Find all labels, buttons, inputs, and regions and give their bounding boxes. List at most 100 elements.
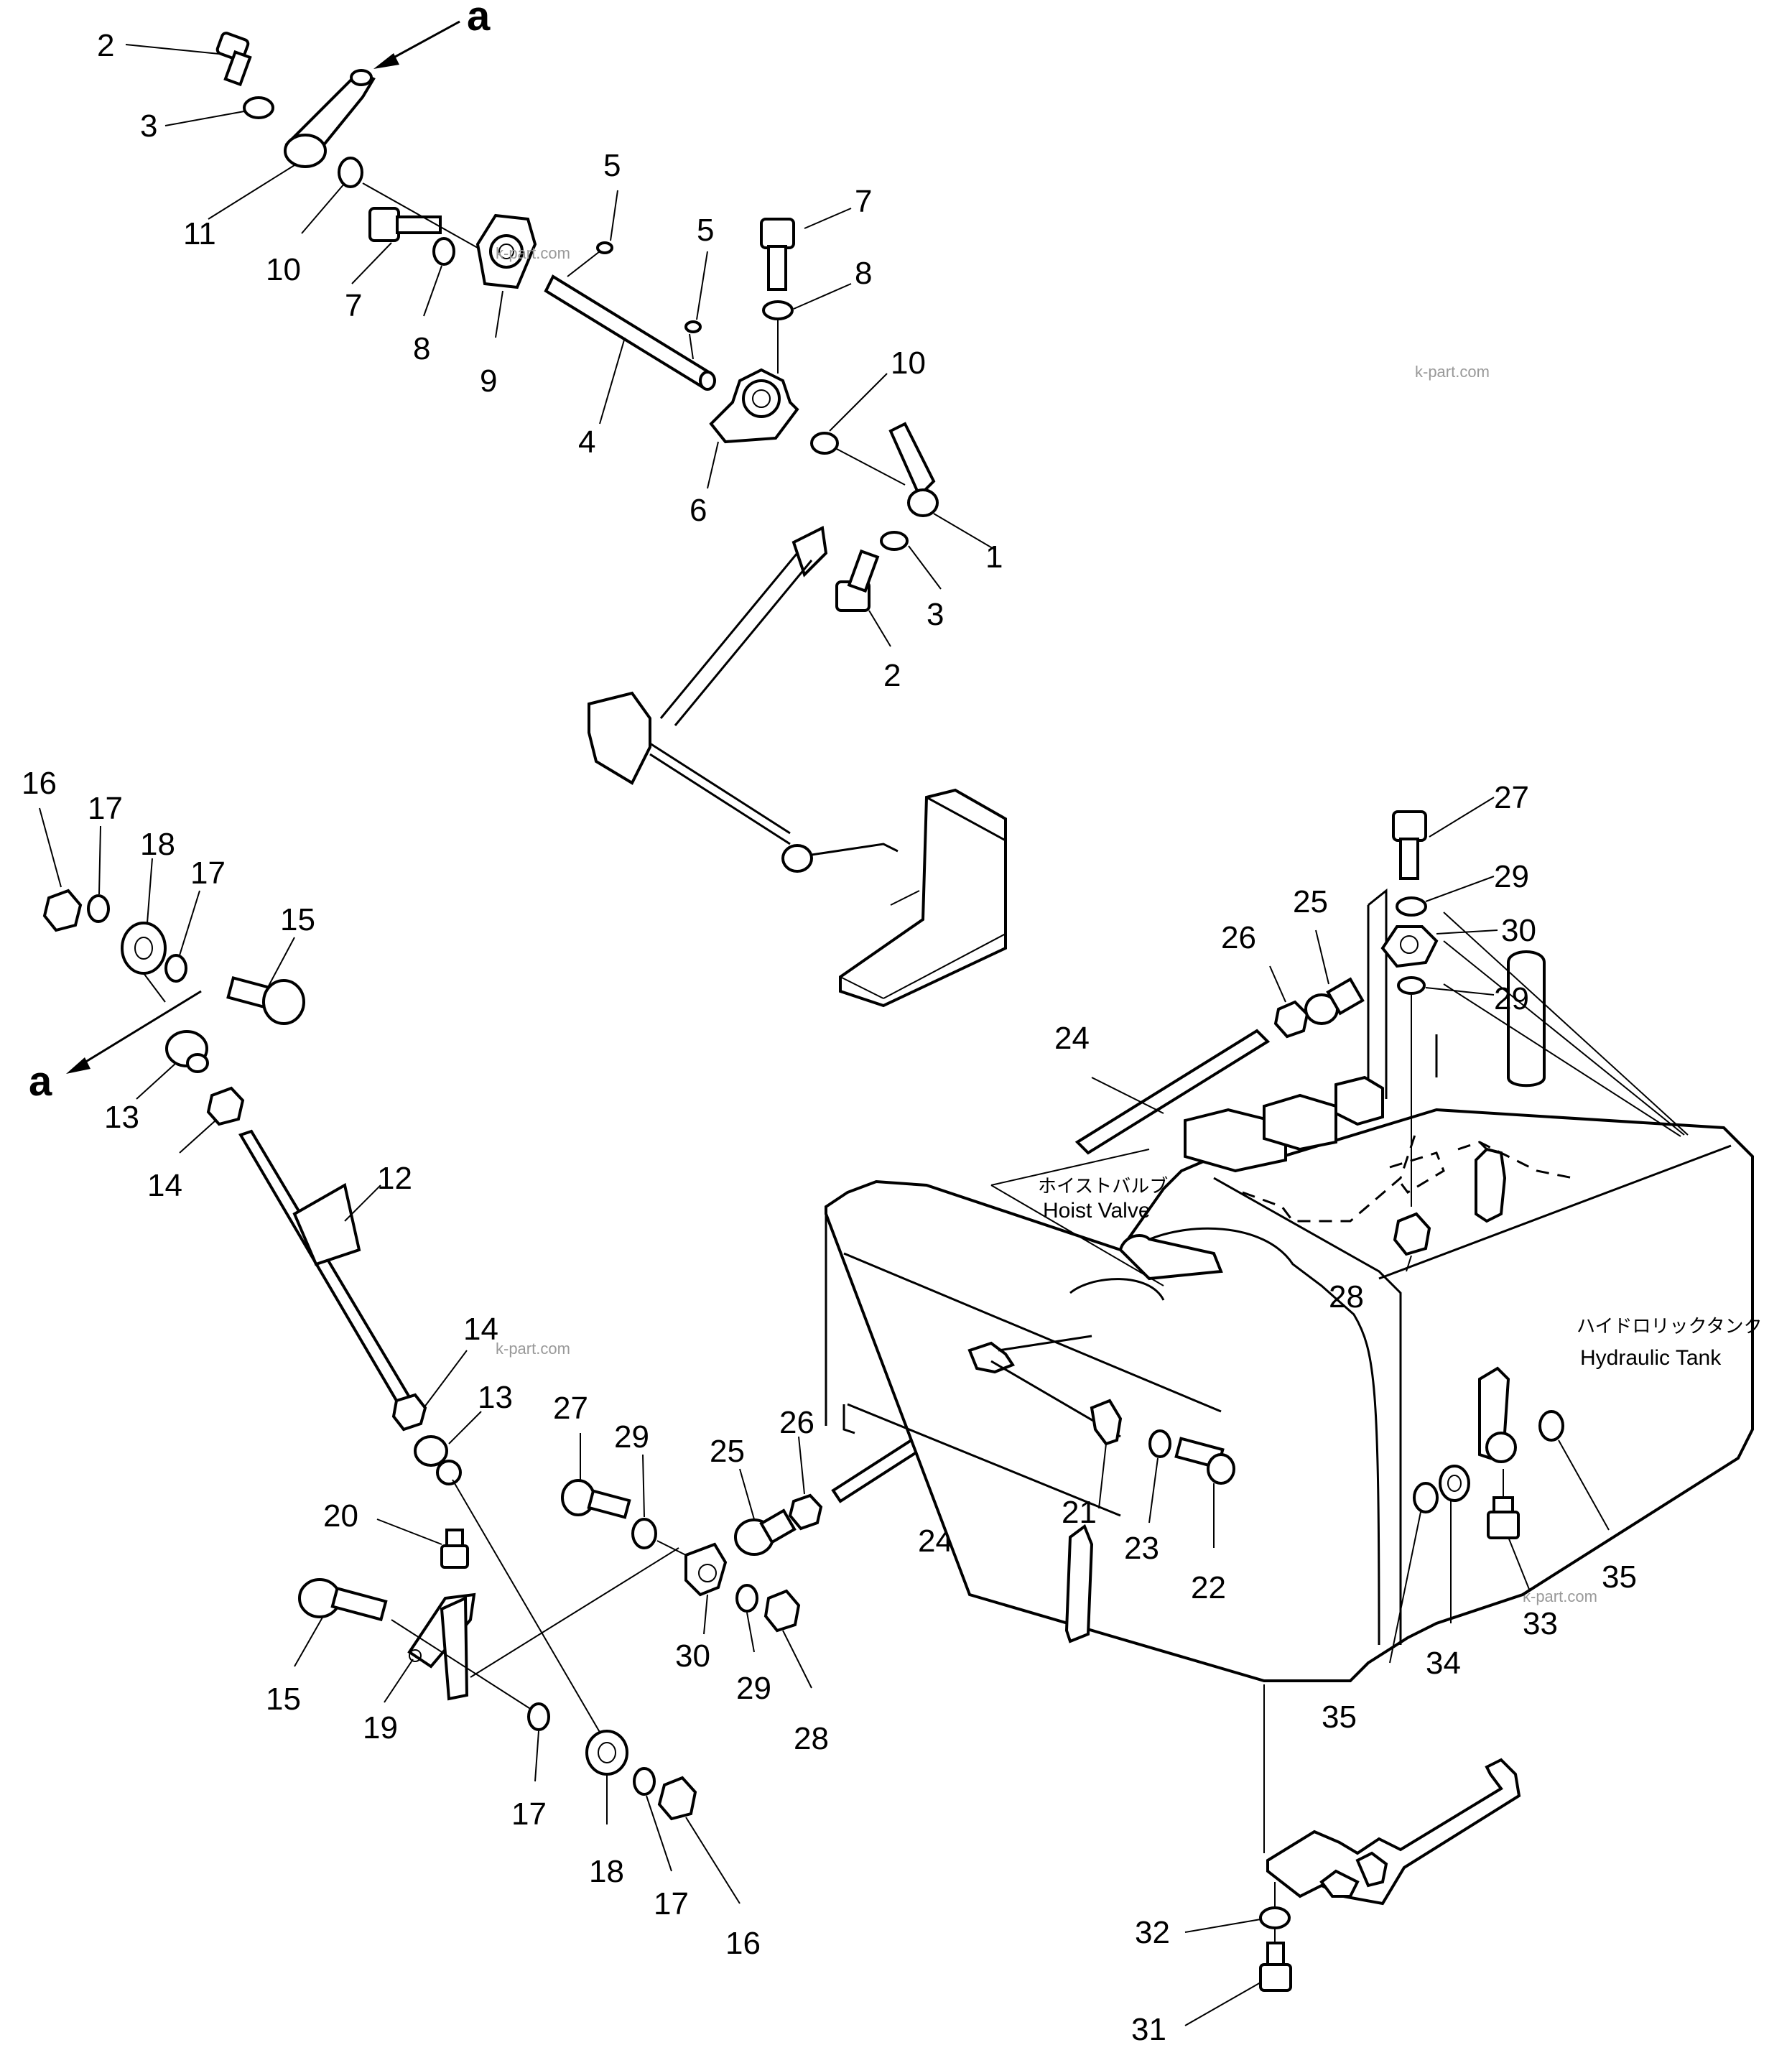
grease-fitting-20: [440, 1529, 469, 1569]
leader-17-bottom-b: [646, 1795, 672, 1872]
lever-11: [284, 69, 376, 168]
bolt-22: [1174, 1437, 1235, 1485]
leader-fan-2: [1443, 940, 1685, 1136]
watermark-1: k-part.com: [496, 244, 570, 262]
washer-29-right-a: [1396, 896, 1427, 917]
callout-17-top-b: 17: [190, 855, 226, 891]
leader-3-right: [908, 545, 942, 590]
leader-2-top: [125, 44, 220, 55]
leader-14-bottom: [423, 1350, 468, 1409]
bolt-15-bottom: [298, 1578, 388, 1622]
bolt-7-right: [760, 218, 795, 291]
leader-13-bottom: [448, 1411, 482, 1445]
washer-3-right: [880, 531, 909, 551]
bushing-34: [1439, 1465, 1470, 1502]
washer-17-bottom-a: [527, 1702, 550, 1731]
leader-5a: [610, 190, 618, 241]
flange-bearing-9: [475, 213, 537, 289]
bolt-31: [1259, 1942, 1292, 1992]
callout-35-right: 35: [1602, 1559, 1637, 1595]
leader-5b: [696, 251, 708, 320]
callout-17-bottom-a: 17: [511, 1796, 547, 1832]
nut-26-left: [788, 1493, 823, 1531]
nut-14-top: [206, 1086, 245, 1126]
watermark-4: k-part.com: [1523, 1587, 1597, 1605]
callout-28-right: 28: [1329, 1279, 1364, 1314]
callout-24-upper: 24: [1054, 1021, 1090, 1056]
clevis-30-left: [684, 1542, 728, 1597]
ref-a-top: a: [467, 0, 491, 40]
leader-18-top: [147, 858, 153, 924]
leader-15-top: [265, 937, 295, 992]
callout-19: 19: [363, 1710, 398, 1745]
callout-32: 32: [1135, 1915, 1170, 1950]
callout-2-top: 2: [97, 28, 114, 63]
leader-13-long: [452, 1479, 604, 1739]
washer-17-bottom-b: [633, 1767, 656, 1796]
leader-21: [1098, 1443, 1107, 1509]
washer-8-right: [762, 300, 794, 320]
callout-15-top: 15: [280, 902, 315, 937]
washer-8-left: [432, 237, 455, 266]
nut-28-right: [1393, 1212, 1431, 1256]
bolt-2-right: [835, 549, 880, 612]
leader-29-right-b: [1425, 987, 1495, 996]
leader-17-bottom-a: [534, 1730, 539, 1782]
callout-13-top: 13: [104, 1100, 139, 1135]
callout-27-right: 27: [1494, 780, 1529, 815]
leader-16-top: [39, 807, 62, 888]
callout-22: 22: [1191, 1570, 1226, 1605]
callout-9: 9: [480, 363, 497, 399]
leader-29-right-a: [1425, 876, 1495, 902]
mount-bracket: [1266, 1758, 1521, 1906]
bolt-7-left: [368, 207, 442, 242]
leader-10-lever: [836, 448, 906, 486]
leader-10-right: [829, 373, 888, 432]
leader-12: [344, 1184, 381, 1222]
leader-33: [1508, 1536, 1531, 1592]
leader-26-left: [798, 1436, 805, 1495]
bellcrank-19: [407, 1592, 476, 1701]
hydraulic-tank-label-jp: ハイドロリックタンク: [1577, 1316, 1762, 1337]
callout-5a: 5: [603, 148, 621, 183]
callout-3-right: 3: [927, 597, 944, 632]
leader-19-link: [470, 1547, 679, 1678]
leader-7-right: [804, 208, 852, 229]
callout-33: 33: [1523, 1606, 1558, 1641]
callout-12: 12: [377, 1161, 412, 1196]
spacer-18-bottom: [585, 1730, 628, 1776]
washer-17-top-a: [87, 894, 110, 923]
rod-24-upper: [1074, 1029, 1271, 1155]
leader-6: [707, 441, 719, 489]
callout-17-top-a: 17: [88, 791, 123, 826]
rod-end-25-left: [734, 1508, 797, 1556]
callout-2-right: 2: [883, 658, 901, 693]
callout-8-right: 8: [855, 256, 872, 291]
washer-10-right: [810, 432, 839, 455]
callout-30-left: 30: [675, 1638, 710, 1674]
ref-arrow-a-left: [71, 990, 202, 1072]
callout-35-left: 35: [1322, 1699, 1357, 1735]
callout-6: 6: [690, 493, 707, 528]
callout-25-left: 25: [710, 1434, 745, 1469]
callout-29-left-b: 29: [736, 1671, 771, 1706]
callout-14-top: 14: [147, 1168, 182, 1203]
leader-1: [933, 513, 995, 550]
leader-26-right: [1269, 965, 1286, 1003]
leader-35-right: [1558, 1439, 1610, 1531]
leader-14-top: [179, 1120, 216, 1154]
callout-18-bottom: 18: [589, 1854, 624, 1889]
ref-arrowhead-icon: [373, 53, 399, 69]
clevis-30-right: [1380, 925, 1439, 968]
leader-28-left: [782, 1630, 812, 1689]
callout-10-right: 10: [891, 346, 926, 381]
rod-end-13-bottom: [414, 1435, 462, 1485]
fitting-33: [1487, 1496, 1520, 1539]
hoist-valve-label: Hoist Valve: [1043, 1199, 1151, 1223]
washer-32: [1259, 1906, 1291, 1929]
callout-23: 23: [1124, 1531, 1159, 1566]
leader-8-left: [423, 265, 442, 317]
leader-11: [208, 164, 295, 220]
callout-20: 20: [323, 1498, 358, 1534]
